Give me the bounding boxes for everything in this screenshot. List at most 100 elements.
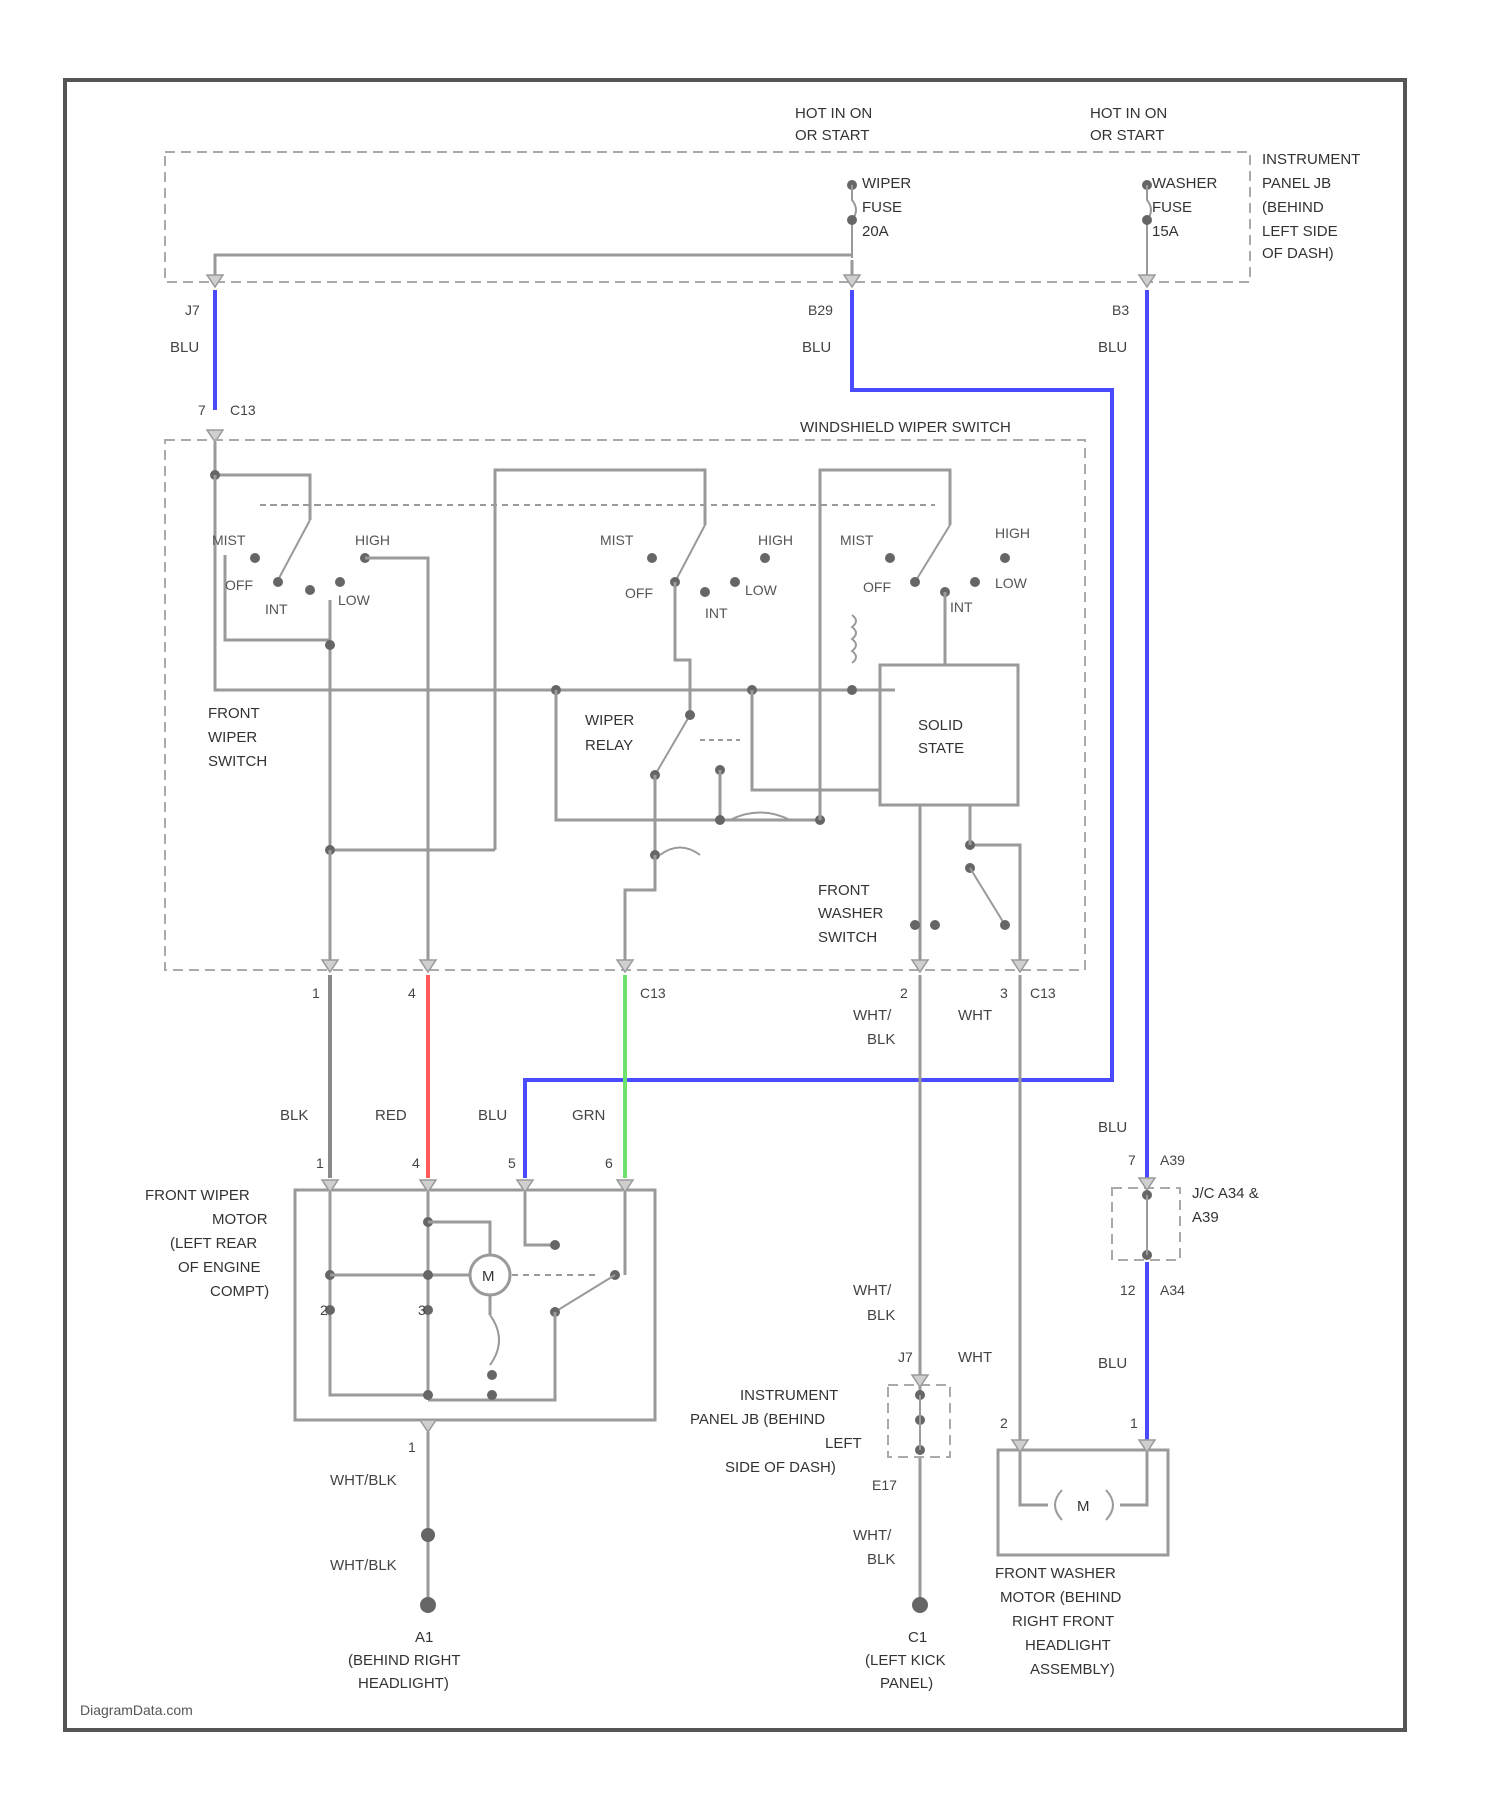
pin-bot-1: 1 [312, 985, 320, 1001]
joint-label-line2: A39 [1192, 1209, 1219, 1226]
sw2-off: OFF [625, 585, 653, 601]
sw1-mist: MIST [212, 532, 246, 548]
pin-a34-12: 12 [1120, 1282, 1136, 1298]
ipjb2-line4: SIDE OF DASH) [725, 1459, 836, 1476]
front-wiper-switch-line3: SWITCH [208, 753, 267, 770]
watermark: DiagramData.com [80, 1702, 193, 1718]
washer-motor-line2: MOTOR (BEHIND [1000, 1589, 1122, 1606]
motor-label-line5: COMPT) [210, 1283, 269, 1300]
wire-label-wht-blk1-b: BLK [867, 1031, 895, 1048]
sw3-high: HIGH [995, 525, 1030, 541]
sw1-off: OFF [225, 577, 253, 593]
washer-fuse [1142, 180, 1152, 275]
ipjb2-line3: LEFT [825, 1435, 862, 1452]
sw3-mist: MIST [840, 532, 874, 548]
fuse1-line3: 20A [862, 223, 889, 240]
sw1-low: LOW [338, 592, 371, 608]
ipjb-label-line4: LEFT SIDE [1262, 223, 1338, 240]
pin-bot-3: 3 [1000, 985, 1008, 1001]
ground-a1-line2: (BEHIND RIGHT [348, 1652, 461, 1669]
ground-c1-dot [912, 1597, 928, 1613]
solid-state-line1: SOLID [918, 717, 963, 734]
diagram-frame [65, 80, 1405, 1730]
ipjb-label-line5: OF DASH) [1262, 245, 1334, 262]
front-washer-switch-line2: WASHER [818, 905, 883, 922]
wire-label-wht-blk2-b: BLK [867, 1307, 895, 1324]
front-wiper-switch-line1: FRONT [208, 705, 260, 722]
sw1-high: HIGH [355, 532, 390, 548]
front-wiper-switch-line2: WIPER [208, 729, 257, 746]
wire-label-blu2: BLU [802, 339, 831, 356]
pin-c13-label: C13 [230, 402, 256, 418]
washer-motor-line3: RIGHT FRONT [1012, 1613, 1114, 1630]
ipjb-label-line3: (BEHIND [1262, 199, 1324, 216]
pin-mot-3: 3 [418, 1302, 426, 1318]
sw3-int: INT [950, 599, 973, 615]
pin-top-b3: B3 [1112, 302, 1129, 318]
pin-c13-7: 7 [198, 402, 206, 418]
wire-label-wht2: WHT [958, 1349, 992, 1366]
washer-motor-line5: ASSEMBLY) [1030, 1661, 1115, 1678]
motor-label-line3: (LEFT REAR [170, 1235, 257, 1252]
motor-label-line2: MOTOR [212, 1211, 268, 1228]
fuse1-line1: WIPER [862, 175, 911, 192]
motor-label-line1: FRONT WIPER [145, 1187, 250, 1204]
ground-a1-line1: A1 [415, 1629, 433, 1646]
washer-motor-line4: HEADLIGHT [1025, 1637, 1111, 1654]
wire-label-blu1: BLU [170, 339, 199, 356]
sw2-mist: MIST [600, 532, 634, 548]
ground-a1-line3: HEADLIGHT) [358, 1675, 449, 1692]
pin-bot-4: 4 [408, 985, 416, 1001]
ipjb2-line2: PANEL JB (BEHIND [690, 1411, 825, 1428]
joint-label-line1: J/C A34 & [1192, 1185, 1259, 1202]
pin-mot-2: 2 [320, 1302, 328, 1318]
ground-c1-line1: C1 [908, 1629, 927, 1646]
fuse2-line3: 15A [1152, 223, 1179, 240]
wiper-relay-line1: WIPER [585, 712, 634, 729]
hot-label-1-line2: OR START [795, 127, 869, 144]
pin-a39: A39 [1160, 1152, 1185, 1168]
motor-label-line4: OF ENGINE [178, 1259, 261, 1276]
front-washer-switch-line1: FRONT [818, 882, 870, 899]
motor-internal-wiring [325, 1192, 625, 1400]
wire-label-blu4: BLU [478, 1107, 507, 1124]
solid-state-line2: STATE [918, 740, 964, 757]
ground-c1-line2: (LEFT KICK [865, 1652, 946, 1669]
pin-mot-1: 1 [316, 1155, 324, 1171]
sw2-high: HIGH [758, 532, 793, 548]
sw2-int: INT [705, 605, 728, 621]
pin-bot-c13-b: C13 [1030, 985, 1056, 1001]
wire-label-blu3: BLU [1098, 339, 1127, 356]
pin-mot-out: 1 [408, 1439, 416, 1455]
sw2-low: LOW [745, 582, 778, 598]
wire-label-blu5: BLU [1098, 1119, 1127, 1136]
ipjb-box [165, 152, 1250, 282]
wire-label-grn: GRN [572, 1107, 605, 1124]
ipjb2-line1: INSTRUMENT [740, 1387, 838, 1404]
wire-label-wht-blk2-a: WHT/ [853, 1282, 892, 1299]
pin-a34: A34 [1160, 1282, 1185, 1298]
pin-mot-4: 4 [412, 1155, 420, 1171]
wire-label-wht-blk3-a: WHT/ [853, 1527, 892, 1544]
washer-motor-line1: FRONT WASHER [995, 1565, 1116, 1582]
pin-wm-1: 1 [1130, 1415, 1138, 1431]
wire-label-red: RED [375, 1107, 407, 1124]
front-washer-switch-line3: SWITCH [818, 929, 877, 946]
pin-ipjb2-j7: J7 [898, 1349, 913, 1365]
wiper-relay-line2: RELAY [585, 737, 633, 754]
wire-label-wht-blk3-b: BLK [867, 1551, 895, 1568]
pin-top-b29: B29 [808, 302, 833, 318]
pin-mot-5: 5 [508, 1155, 516, 1171]
sw3-low: LOW [995, 575, 1028, 591]
switch-title: WINDSHIELD WIPER SWITCH [800, 419, 1011, 436]
fuse2-line2: FUSE [1152, 199, 1192, 216]
front-wiper-motor-box [295, 1190, 655, 1420]
pin-bot-2: 2 [900, 985, 908, 1001]
sw3-off: OFF [863, 579, 891, 595]
fuse1-line2: FUSE [862, 199, 902, 216]
wire-label-wht1: WHT [958, 1007, 992, 1024]
pin-wm-2: 2 [1000, 1415, 1008, 1431]
ipjb-label-line2: PANEL JB [1262, 175, 1331, 192]
fuse2-line1: WASHER [1152, 175, 1217, 192]
washer-motor-symbol: M [1077, 1498, 1090, 1515]
